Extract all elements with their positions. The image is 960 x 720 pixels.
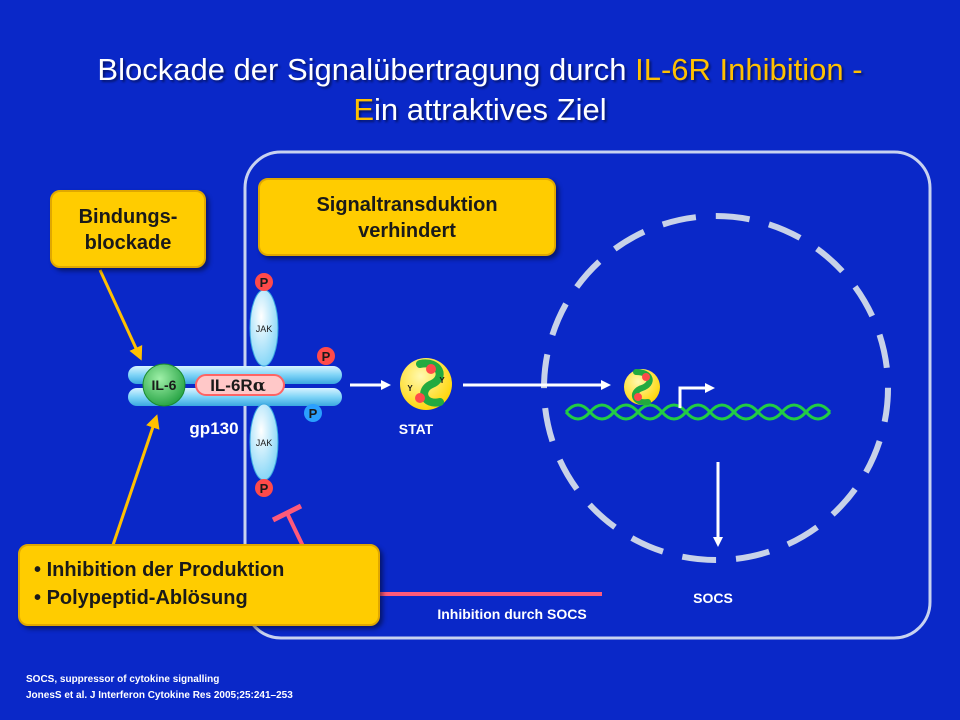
svg-text:Y: Y <box>439 376 445 385</box>
svg-text:Y: Y <box>407 384 413 393</box>
title-text-yellow: IL-6R Inhibition - <box>635 52 863 87</box>
signaltransduktion-box: Signaltransduktion verhindert <box>258 178 556 256</box>
phospho-bottom: P <box>255 479 273 497</box>
jak-bottom-label: JAK <box>256 438 273 448</box>
bindungsblockade-box: Bindungs- blockade <box>50 190 206 268</box>
title-letter-yellow: E <box>353 92 375 127</box>
stat-dimer: Y Y <box>400 358 452 410</box>
list-item-polypeptid: Polypeptid-Ablösung <box>34 584 364 612</box>
slide-title: Blockade der Signalübertragung durch IL-… <box>0 50 960 130</box>
il6-ligand <box>142 363 186 407</box>
phospho-blue: P <box>304 404 322 422</box>
inhibition-socs-label: Inhibition durch SOCS <box>437 606 586 622</box>
title-text-white: Blockade der Signalübertragung durch <box>97 52 636 87</box>
svg-text:P: P <box>322 349 331 364</box>
transcription-start-arrow <box>678 383 715 408</box>
list-item-produktion: Inhibition der Produktion <box>34 556 364 584</box>
title-line-2: Ein attraktives Ziel <box>0 90 960 130</box>
socs-label: SOCS <box>693 590 733 606</box>
signaltransduktion-line-1: Signaltransduktion <box>316 194 498 216</box>
footnote-reference: JonesS et al. J Interferon Cytokine Res … <box>26 690 293 701</box>
il6r-alpha <box>195 374 285 396</box>
title-text-white-2: in attraktives Ziel <box>374 92 607 127</box>
inhibition-list-box: Inhibition der Produktion Polypeptid-Abl… <box>18 544 380 626</box>
socs-inhibition-bar <box>271 503 303 523</box>
stat-dimer-nucleus <box>624 369 660 406</box>
arrow-inhibition-produktion <box>110 414 160 549</box>
phospho-right: P <box>317 347 335 365</box>
bindungsblockade-line-2: blockade <box>84 232 172 254</box>
title-line-1: Blockade der Signalübertragung durch IL-… <box>0 50 960 90</box>
bindungsblockade-line-1: Bindungs- <box>78 206 178 228</box>
phospho-top: P <box>255 273 273 291</box>
arrow-bindungsblockade <box>98 269 143 361</box>
stat-label: STAT <box>399 421 434 437</box>
dna-helix-strand-1 <box>564 403 832 421</box>
nucleus-outline <box>541 213 891 563</box>
jak-top-label: JAK <box>256 324 273 334</box>
svg-text:P: P <box>260 275 269 290</box>
il6-label: IL-6 <box>152 377 177 393</box>
il6r-label: IL-6Rα <box>210 376 266 396</box>
svg-text:P: P <box>260 481 269 496</box>
svg-text:P: P <box>309 406 318 421</box>
dna-helix-strand-2 <box>564 403 832 421</box>
signaltransduktion-line-2: verhindert <box>358 220 456 242</box>
gp130-label: gp130 <box>189 419 238 438</box>
footnote-socs: SOCS, suppressor of cytokine signalling <box>26 674 220 685</box>
